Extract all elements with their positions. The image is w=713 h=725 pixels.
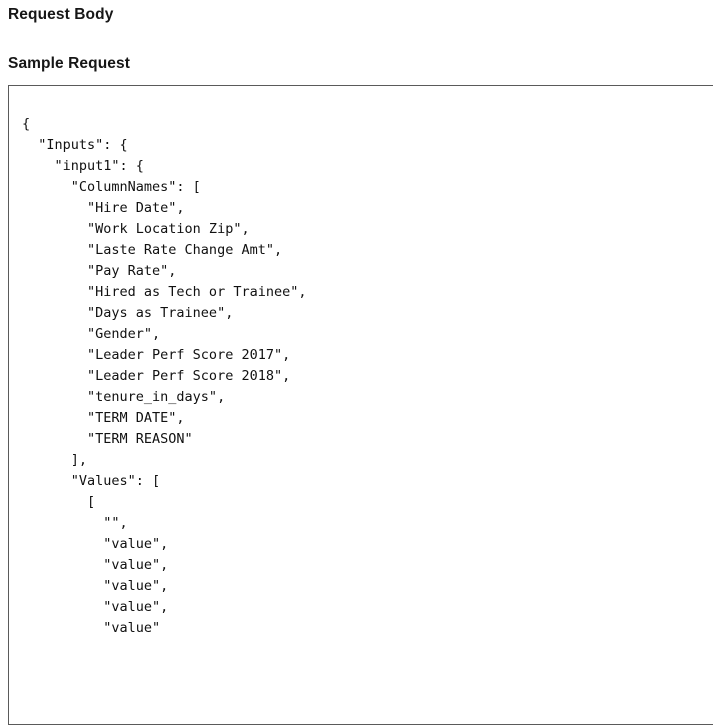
sample-request-code-block: { "Inputs": { "input1": { "ColumnNames":…: [8, 85, 713, 725]
sample-request-heading: Sample Request: [8, 55, 130, 72]
page: { "headings": { "request_body": "Request…: [8, 6, 713, 725]
request-body-heading: Request Body: [8, 6, 114, 23]
json-code: { "Inputs": { "input1": { "ColumnNames":…: [22, 116, 307, 636]
